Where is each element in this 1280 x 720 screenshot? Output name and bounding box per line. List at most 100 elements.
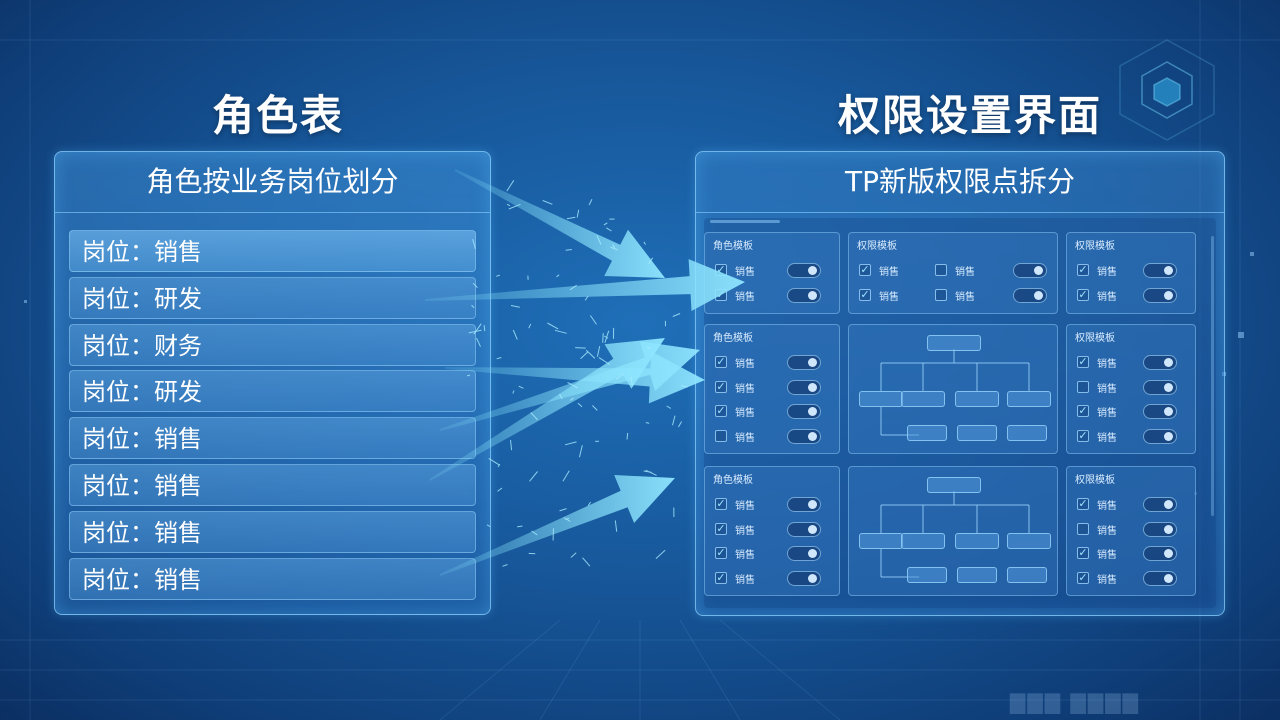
permission-checkbox[interactable]: ✓ bbox=[715, 263, 727, 276]
permission-toggle[interactable] bbox=[1143, 546, 1177, 561]
role-row[interactable]: 岗位：研发 bbox=[69, 370, 476, 413]
permission-checkbox[interactable]: ✓ bbox=[1077, 355, 1089, 368]
permission-toggle[interactable] bbox=[787, 404, 821, 419]
permission-row: ✓销售 bbox=[1077, 570, 1187, 587]
permission-checkbox[interactable]: ✓ bbox=[859, 263, 871, 276]
permission-card: 角色模板✓销售✓销售✓销售✓销售 bbox=[704, 466, 840, 596]
permission-label: 销售 bbox=[1097, 292, 1117, 303]
permission-toggle[interactable] bbox=[787, 263, 821, 278]
permission-card: 权限模板✓销售✓销售 bbox=[1066, 232, 1196, 314]
permission-row: ✓ 销售 bbox=[715, 521, 831, 538]
role-row[interactable]: 岗位：财务 bbox=[69, 323, 476, 366]
permission-checkbox[interactable] bbox=[935, 264, 947, 276]
org-chart-node[interactable] bbox=[957, 425, 997, 441]
permission-checkbox[interactable]: ✓ bbox=[715, 497, 727, 510]
permission-checkbox[interactable]: ✓ bbox=[1077, 263, 1089, 276]
org-chart-node[interactable] bbox=[927, 477, 981, 493]
org-chart-node[interactable] bbox=[901, 391, 945, 407]
org-chart-node[interactable] bbox=[1007, 425, 1047, 441]
permission-label: 销售 bbox=[735, 525, 755, 537]
permission-card: 角色模板 ✓ 销售 ✓ 销售 bbox=[704, 232, 840, 314]
role-row[interactable]: 岗位：销售 bbox=[69, 230, 476, 272]
org-chart-node[interactable] bbox=[927, 335, 981, 351]
role-row[interactable]: 岗位：销售 bbox=[69, 510, 476, 553]
permission-checkbox[interactable]: ✓ bbox=[715, 570, 727, 584]
org-chart-node[interactable] bbox=[955, 391, 999, 407]
permission-checkbox[interactable]: ✓ bbox=[1077, 570, 1089, 584]
permission-row: 销售 bbox=[1077, 379, 1187, 396]
permission-toggle[interactable] bbox=[787, 355, 821, 370]
permission-checkbox[interactable] bbox=[715, 429, 727, 442]
role-row[interactable]: 岗位：销售 bbox=[69, 463, 476, 506]
permission-toggle[interactable] bbox=[1143, 404, 1177, 419]
org-chart-node[interactable] bbox=[901, 533, 945, 549]
permission-row: ✓ 销售 bbox=[1077, 288, 1187, 304]
watermark-logo: ▇▇▇ ▇▇▇▇ bbox=[1010, 690, 1141, 714]
org-chart-node[interactable] bbox=[859, 533, 903, 549]
permission-toggle[interactable] bbox=[787, 497, 821, 512]
role-row[interactable]: 岗位：销售 bbox=[69, 417, 476, 460]
permission-toggle[interactable] bbox=[1143, 288, 1177, 303]
permission-checkbox[interactable]: ✓ bbox=[1077, 428, 1089, 442]
permission-checkbox[interactable]: ✓ bbox=[715, 355, 727, 368]
permission-checkbox[interactable]: ✓ bbox=[859, 288, 871, 301]
permission-label: 销售 bbox=[1097, 432, 1117, 444]
org-chart-node[interactable] bbox=[1007, 391, 1051, 407]
org-chart-node[interactable] bbox=[957, 567, 997, 583]
org-chart-node[interactable] bbox=[907, 425, 947, 441]
permission-card: 权限模板✓销售销售✓销售销售 bbox=[848, 232, 1058, 314]
card-title: 权限模板 bbox=[1075, 475, 1115, 486]
permission-row: ✓销售 bbox=[1077, 546, 1187, 562]
permission-checkbox[interactable] bbox=[1077, 522, 1089, 535]
workspace-toolbar-bar bbox=[710, 220, 780, 223]
permission-toggle[interactable] bbox=[1013, 288, 1047, 303]
permission-checkbox[interactable]: ✓ bbox=[1077, 404, 1089, 417]
permission-toggle[interactable] bbox=[1143, 263, 1177, 278]
permission-toggle[interactable] bbox=[1143, 379, 1177, 395]
role-row[interactable]: 岗位：研发 bbox=[69, 276, 476, 319]
role-row[interactable]: 岗位：销售 bbox=[69, 557, 476, 600]
org-chart-node[interactable] bbox=[1007, 533, 1051, 549]
permission-row: ✓销售 bbox=[859, 288, 969, 304]
permission-checkbox[interactable]: ✓ bbox=[715, 288, 727, 301]
permission-label: 销售 bbox=[735, 501, 755, 512]
permission-label: 销售 bbox=[1097, 525, 1117, 537]
permission-checkbox[interactable] bbox=[1077, 380, 1089, 393]
org-chart-node[interactable] bbox=[955, 533, 999, 549]
permission-row: 销售 bbox=[1077, 521, 1187, 538]
permission-toggle[interactable] bbox=[1143, 521, 1177, 537]
permission-checkbox[interactable]: ✓ bbox=[1077, 546, 1089, 559]
permission-toggle[interactable] bbox=[787, 521, 821, 537]
permission-toggle[interactable] bbox=[1143, 355, 1177, 370]
permission-toggle[interactable] bbox=[787, 570, 821, 586]
permission-checkbox[interactable]: ✓ bbox=[715, 379, 727, 393]
permission-label: 销售 bbox=[955, 292, 975, 303]
permission-checkbox[interactable]: ✓ bbox=[1077, 288, 1089, 301]
permission-checkbox[interactable]: ✓ bbox=[715, 521, 727, 535]
permission-label: 销售 bbox=[1097, 408, 1117, 419]
permission-toggle[interactable] bbox=[1143, 570, 1177, 586]
permission-toggle[interactable] bbox=[787, 428, 821, 444]
permission-checkbox[interactable]: ✓ bbox=[715, 404, 727, 417]
permission-toggle[interactable] bbox=[787, 288, 821, 303]
permission-row: ✓ 销售 bbox=[715, 379, 831, 396]
permission-toggle[interactable] bbox=[1143, 428, 1177, 444]
card-title: 角色模板 bbox=[713, 241, 753, 252]
permission-label: 销售 bbox=[735, 383, 755, 395]
permission-label: 销售 bbox=[735, 292, 755, 303]
permission-panel-title: TP新版权限点拆分 bbox=[696, 152, 1224, 213]
org-chart-node[interactable] bbox=[859, 391, 903, 407]
permission-toggle[interactable] bbox=[1143, 497, 1177, 512]
permission-row: ✓销售 bbox=[715, 546, 831, 562]
org-chart-node[interactable] bbox=[907, 567, 947, 583]
workspace-scrollbar[interactable] bbox=[1211, 236, 1214, 516]
permission-checkbox[interactable]: ✓ bbox=[715, 546, 727, 559]
permission-checkbox[interactable] bbox=[935, 289, 947, 301]
permission-toggle[interactable] bbox=[1013, 263, 1047, 278]
org-chart-node[interactable] bbox=[1007, 567, 1047, 583]
permission-toggle[interactable] bbox=[787, 546, 821, 561]
permission-label: 销售 bbox=[735, 267, 755, 278]
permission-row: ✓ 销售 bbox=[715, 497, 831, 513]
permission-checkbox[interactable]: ✓ bbox=[1077, 497, 1089, 510]
permission-toggle[interactable] bbox=[787, 379, 821, 395]
